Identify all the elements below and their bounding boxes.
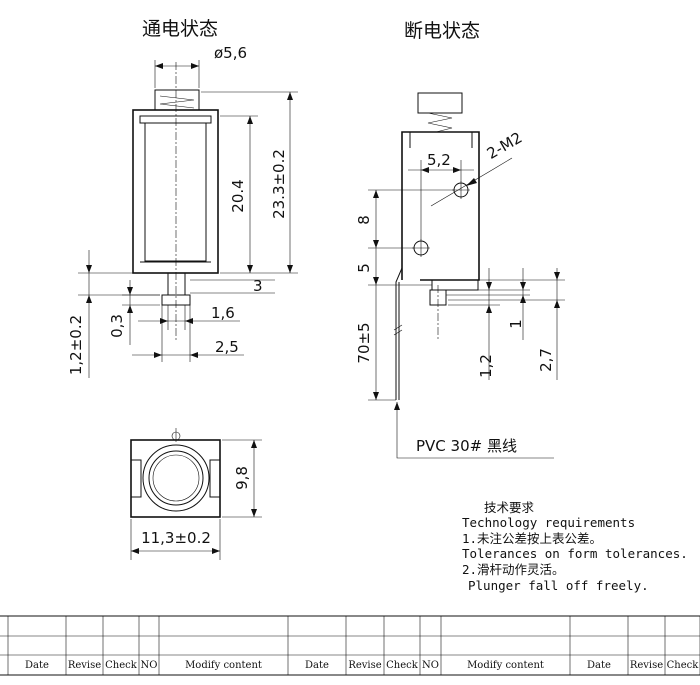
notes-title-cn: 技术要求 bbox=[484, 500, 535, 515]
table-header-cell: Date bbox=[305, 660, 329, 671]
table-header-cell: Check bbox=[386, 660, 419, 671]
energized-view: ø5,6 20.4 23.3±0.2 3 1,2±0.2 0,3 bbox=[67, 44, 298, 378]
table-header-cell: Revise bbox=[348, 660, 381, 671]
table-header-cell: NO bbox=[141, 660, 158, 671]
wire bbox=[395, 267, 403, 400]
dim-5: 5 bbox=[355, 263, 373, 273]
label-thread: 2-M2 bbox=[484, 129, 525, 163]
solenoid-frame bbox=[132, 109, 219, 274]
plunger-head-right bbox=[417, 92, 463, 114]
table-header-cell: Check bbox=[105, 660, 138, 671]
table-header-cell: Modify content bbox=[185, 660, 262, 671]
dim-stroke: 3 bbox=[253, 277, 263, 295]
table-header-cell: Date bbox=[587, 660, 611, 671]
dim-bottom-width: 11,3±0.2 bbox=[141, 529, 211, 547]
coil bbox=[144, 122, 207, 262]
dim-2-7: 2,7 bbox=[537, 348, 555, 372]
table-header-cell: Check bbox=[667, 660, 700, 671]
dim-8: 8 bbox=[355, 215, 373, 225]
frame-top-plate bbox=[139, 115, 212, 124]
dim-2-5: 2,5 bbox=[215, 338, 239, 356]
dim-body-height: 20.4 bbox=[229, 179, 247, 212]
notes-line2-en: Plunger fall off freely. bbox=[468, 578, 649, 593]
notes-title-en: Technology requirements bbox=[462, 515, 635, 530]
dim-0-3: 0,3 bbox=[108, 314, 126, 338]
bottom-inner-circle bbox=[148, 450, 204, 506]
dim-1-2-right: 1,2 bbox=[477, 354, 495, 378]
table-header-cell: Date bbox=[25, 660, 49, 671]
bottom-outer-circle bbox=[142, 444, 210, 512]
dim-1-6: 1,6 bbox=[211, 304, 235, 322]
dim-1: 1 bbox=[507, 319, 525, 329]
notes-line2-cn: 2.滑杆动作灵活。 bbox=[462, 562, 565, 577]
notes-line1-en: Tolerances on form tolerances. bbox=[462, 546, 688, 561]
dim-5-2: 5,2 bbox=[427, 151, 451, 169]
plunger-bottom bbox=[167, 272, 186, 296]
title-deenergized: 断电状态 bbox=[404, 20, 480, 42]
table-header-cell: Revise bbox=[68, 660, 101, 671]
dim-bottom-height: 9,8 bbox=[233, 466, 251, 490]
bottom-view: 9,8 11,3±0.2 bbox=[130, 428, 262, 560]
table-header-cell: Revise bbox=[630, 660, 663, 671]
table-header-cell: Modify content bbox=[467, 660, 544, 671]
dim-diameter: ø5,6 bbox=[214, 44, 247, 62]
title-energized: 通电状态 bbox=[142, 18, 218, 40]
wire-label: PVC 30# 黑线 bbox=[416, 437, 517, 455]
table-header-cell: NO bbox=[422, 660, 439, 671]
dim-1-2-tol: 1,2±0.2 bbox=[67, 315, 85, 375]
spring bbox=[159, 95, 195, 109]
technical-notes: 技术要求 Technology requirements 1.未注公差按上表公差… bbox=[462, 500, 688, 593]
dim-total-height: 23.3±0.2 bbox=[270, 149, 288, 219]
dim-wire-length: 70±5 bbox=[355, 322, 373, 363]
notes-line1-cn: 1.未注公差按上表公差。 bbox=[462, 531, 602, 546]
deenergized-view: 5,2 2-M2 8 5 70±5 1,2 1 bbox=[355, 92, 565, 459]
